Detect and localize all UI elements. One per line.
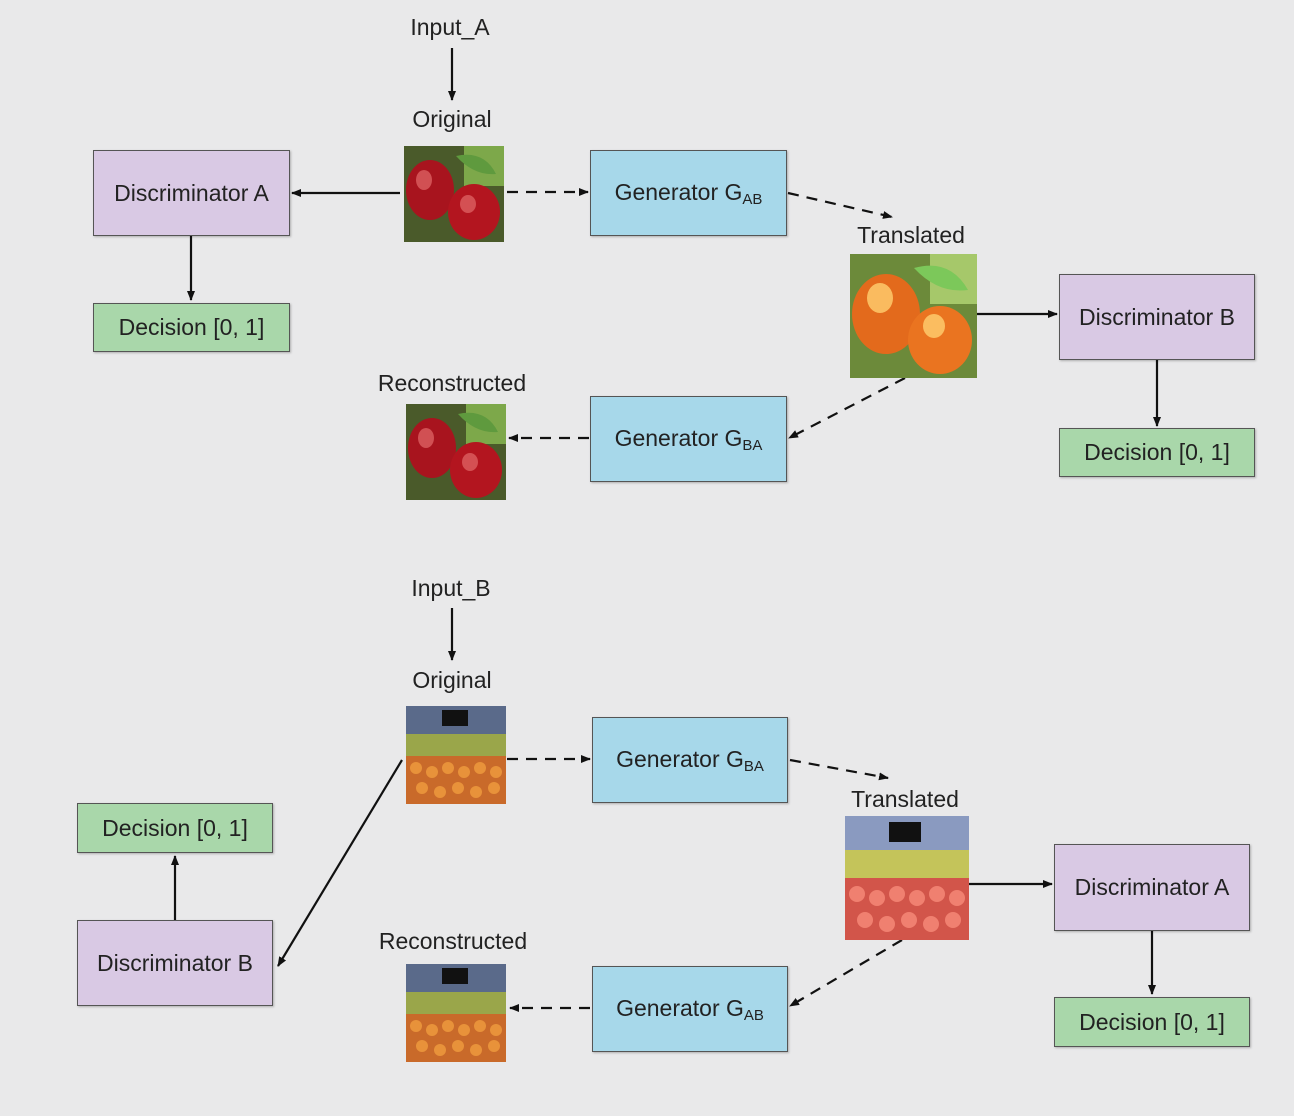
apples-original-image (404, 146, 504, 242)
discriminator-a-label: Discriminator A (114, 179, 269, 206)
market-original-image (406, 706, 506, 804)
generator-ab-box: Generator GAB (590, 150, 787, 236)
generator-ba-label: Generator GBA (614, 424, 763, 454)
decision-b-box: Decision [0, 1] (1059, 428, 1255, 477)
discriminator-b-label: Discriminator B (97, 949, 253, 976)
generator-ba-label: Generator GBA (616, 745, 764, 775)
decision-b-box: Decision [0, 1] (77, 803, 273, 853)
arrow-gen-ab-to-translated (787, 191, 893, 219)
market-reconstructed-image (406, 964, 506, 1062)
discriminator-b-box: Discriminator B (1059, 274, 1255, 360)
decision-b-label: Decision [0, 1] (102, 814, 248, 841)
market-translated-image (845, 816, 969, 940)
reconstructed-label: Reconstructed (378, 928, 528, 954)
original-label: Original (412, 667, 492, 693)
decision-a-box: Decision [0, 1] (93, 303, 290, 352)
decision-a-label: Decision [0, 1] (118, 314, 265, 340)
decision-a-box: Decision [0, 1] (1054, 997, 1250, 1047)
arrow-translated-to-gen-ab (789, 939, 903, 1007)
translated-label: Translated (857, 222, 965, 248)
decision-b-label: Decision [0, 1] (1084, 439, 1230, 465)
original-label: Original (412, 106, 492, 132)
input-a-label: Input_A (410, 14, 490, 40)
input-b-label: Input_B (411, 575, 491, 601)
generator-ab-box: Generator GAB (592, 966, 788, 1052)
translated-label: Translated (851, 786, 959, 812)
decision-a-label: Decision [0, 1] (1079, 1008, 1225, 1035)
discriminator-b-box: Discriminator B (77, 920, 273, 1006)
arrow-translated-to-gen-ba (788, 377, 906, 439)
arrow-original-to-disc-b (277, 759, 403, 967)
generator-ba-box: Generator GBA (590, 396, 787, 482)
discriminator-b-label: Discriminator B (1079, 303, 1235, 330)
discriminator-a-box: Discriminator A (93, 150, 290, 236)
discriminator-a-box: Discriminator A (1054, 844, 1250, 931)
discriminator-a-label: Discriminator A (1074, 874, 1230, 900)
oranges-translated-image (850, 254, 977, 378)
generator-ab-label: Generator GAB (614, 178, 763, 208)
arrow-gen-ba-to-translated (789, 758, 889, 781)
generator-ab-label: Generator GAB (616, 994, 764, 1024)
reconstructed-label: Reconstructed (377, 370, 527, 396)
apples-reconstructed-image (406, 404, 506, 500)
generator-ba-box: Generator GBA (592, 717, 788, 803)
